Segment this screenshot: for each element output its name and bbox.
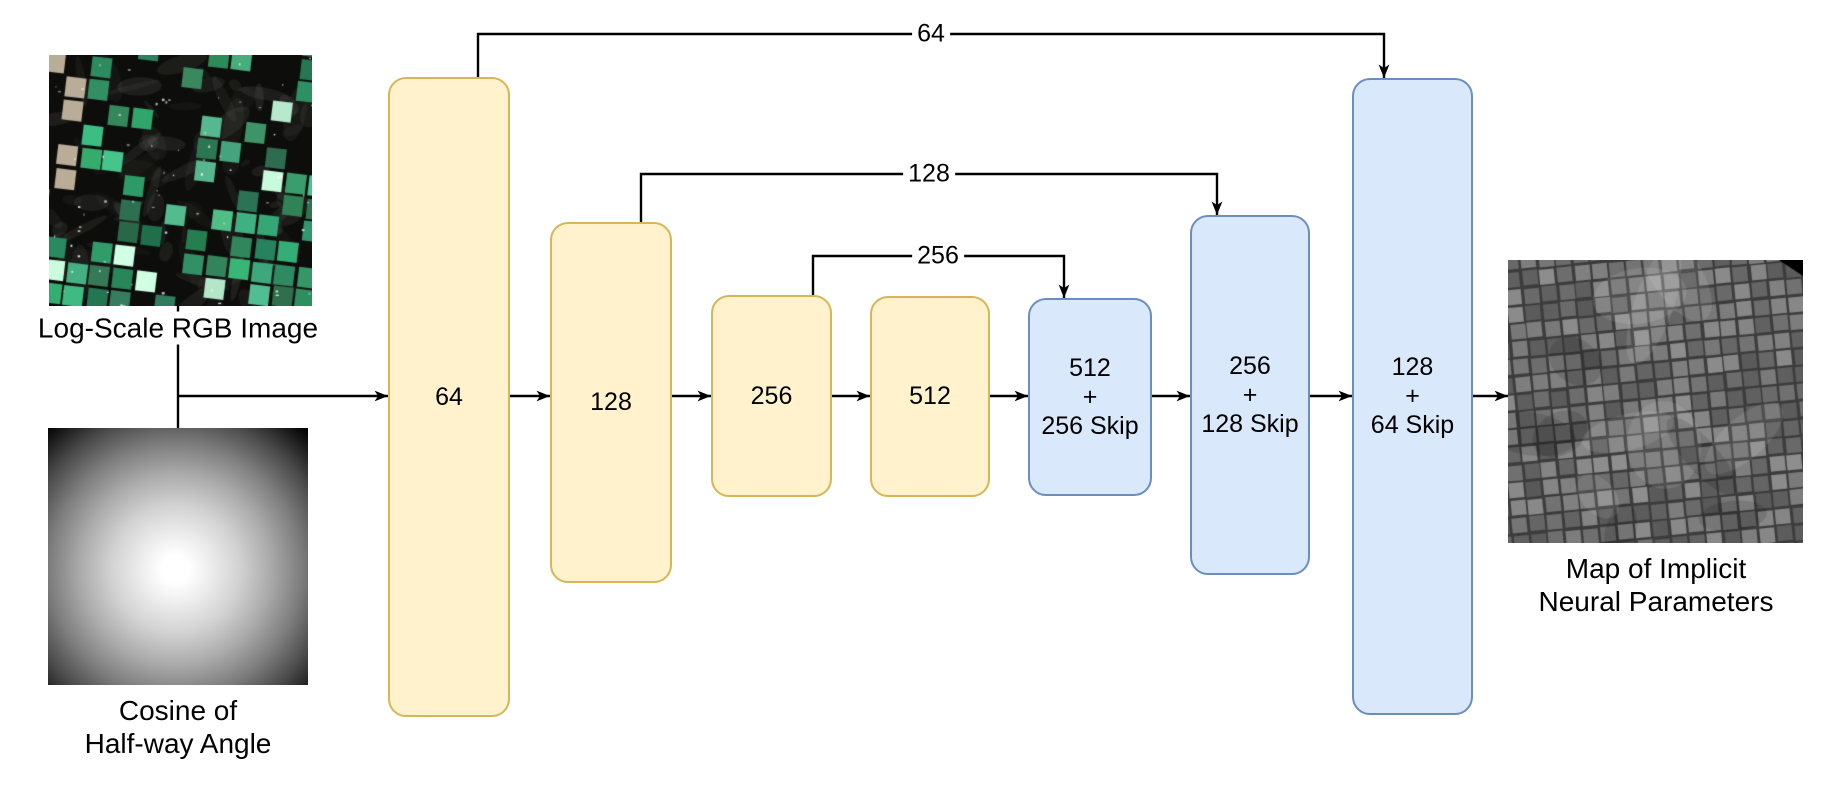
encoder-box-256-label: 256 bbox=[750, 381, 793, 410]
encoder-box-512: 512 bbox=[870, 296, 990, 497]
decoder-line2: 128 Skip bbox=[1201, 409, 1299, 438]
decoder-box-128-64skip-text: 128 + 64 Skip bbox=[1371, 353, 1454, 440]
decoder-plus: + bbox=[1405, 382, 1420, 410]
skip-label-256: 256 bbox=[912, 242, 964, 270]
output-caption-line1: Map of Implicit bbox=[1565, 553, 1747, 584]
decoder-box-256-128skip: 256 + 128 Skip bbox=[1190, 215, 1310, 575]
encoder-box-256: 256 bbox=[711, 295, 832, 497]
encoder-box-512-label: 512 bbox=[909, 382, 951, 410]
decoder-line2: 256 Skip bbox=[1041, 411, 1139, 440]
output-parameter-map-image bbox=[1508, 260, 1803, 543]
decoder-box-128-64skip: 128 + 64 Skip bbox=[1352, 78, 1473, 715]
cosine-caption-line2: Half-way Angle bbox=[84, 728, 272, 759]
encoder-box-64: 64 bbox=[388, 77, 510, 717]
output-image-caption: Map of Implicit Neural Parameters bbox=[1539, 552, 1774, 618]
output-caption-line2: Neural Parameters bbox=[1538, 586, 1774, 617]
skip-label-64: 64 bbox=[912, 20, 950, 48]
decoder-plus: + bbox=[1242, 380, 1258, 409]
rgb-image-caption: Log-Scale RGB Image bbox=[37, 311, 319, 345]
encoder-box-64-label: 64 bbox=[435, 382, 463, 411]
decoder-line1: 256 bbox=[1229, 351, 1271, 380]
decoder-line1: 128 bbox=[1391, 353, 1434, 381]
decoder-box-512-256skip-text: 512 + 256 Skip bbox=[1041, 354, 1138, 441]
decoder-box-256-128skip-text: 256 + 128 Skip bbox=[1201, 352, 1298, 439]
cosine-caption-line1: Cosine of bbox=[118, 695, 238, 726]
encoder-box-128-label: 128 bbox=[590, 388, 632, 416]
decoder-box-512-256skip: 512 + 256 Skip bbox=[1028, 298, 1152, 496]
decoder-line2: 64 Skip bbox=[1370, 411, 1455, 439]
cosine-halfway-angle-image bbox=[48, 428, 308, 685]
skip-label-128: 128 bbox=[903, 160, 955, 188]
cosine-image-caption: Cosine of Half-way Angle bbox=[85, 694, 272, 760]
decoder-line1: 512 bbox=[1069, 353, 1111, 382]
encoder-box-128: 128 bbox=[550, 222, 672, 583]
decoder-plus: + bbox=[1082, 382, 1098, 411]
log-scale-rgb-image bbox=[49, 55, 312, 306]
